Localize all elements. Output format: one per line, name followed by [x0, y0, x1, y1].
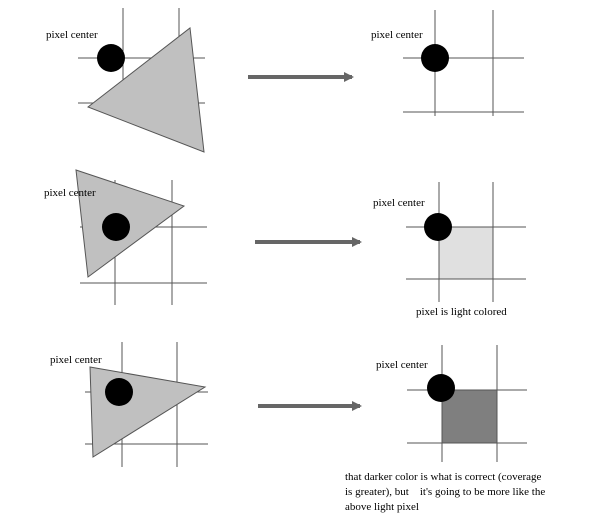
row-2: pixel center pixel center pixel is light… — [44, 169, 526, 318]
row-2-right-pixel-center-dot — [424, 213, 452, 241]
row-3-right-grid — [407, 345, 527, 462]
row-2-left-pixel-center-dot — [102, 213, 130, 241]
row-1-left-label: pixel center — [46, 29, 98, 41]
row-2-left-label: pixel center — [44, 187, 96, 199]
row-1-triangle — [86, 27, 205, 153]
row-2-caption-line-1: pixel is light colored — [416, 306, 507, 318]
row-1-right-pixel-center-dot — [421, 44, 449, 72]
row-1: pixel center pixel center — [46, 8, 524, 153]
row-3-caption-line-2: is greater), but it's going to be more l… — [345, 486, 545, 498]
row-3: pixel center pixel center that darker co… — [50, 342, 545, 513]
row-3-dark-pixel — [442, 390, 497, 443]
row-3-caption-line-1: that darker color is what is correct (co… — [345, 471, 541, 483]
row-2-right-label: pixel center — [373, 197, 425, 209]
row-1-right-grid — [403, 10, 524, 116]
row-1-left-pixel-center-dot — [97, 44, 125, 72]
row-1-right-label: pixel center — [371, 29, 423, 41]
row-2-triangle — [75, 169, 186, 278]
row-3-right-pixel-center-dot — [427, 374, 455, 402]
row-3-left-label: pixel center — [50, 354, 102, 366]
row-3-left-pixel-center-dot — [105, 378, 133, 406]
row-3-right-label: pixel center — [376, 359, 428, 371]
row-3-caption-line-3: above light pixel — [345, 501, 419, 513]
